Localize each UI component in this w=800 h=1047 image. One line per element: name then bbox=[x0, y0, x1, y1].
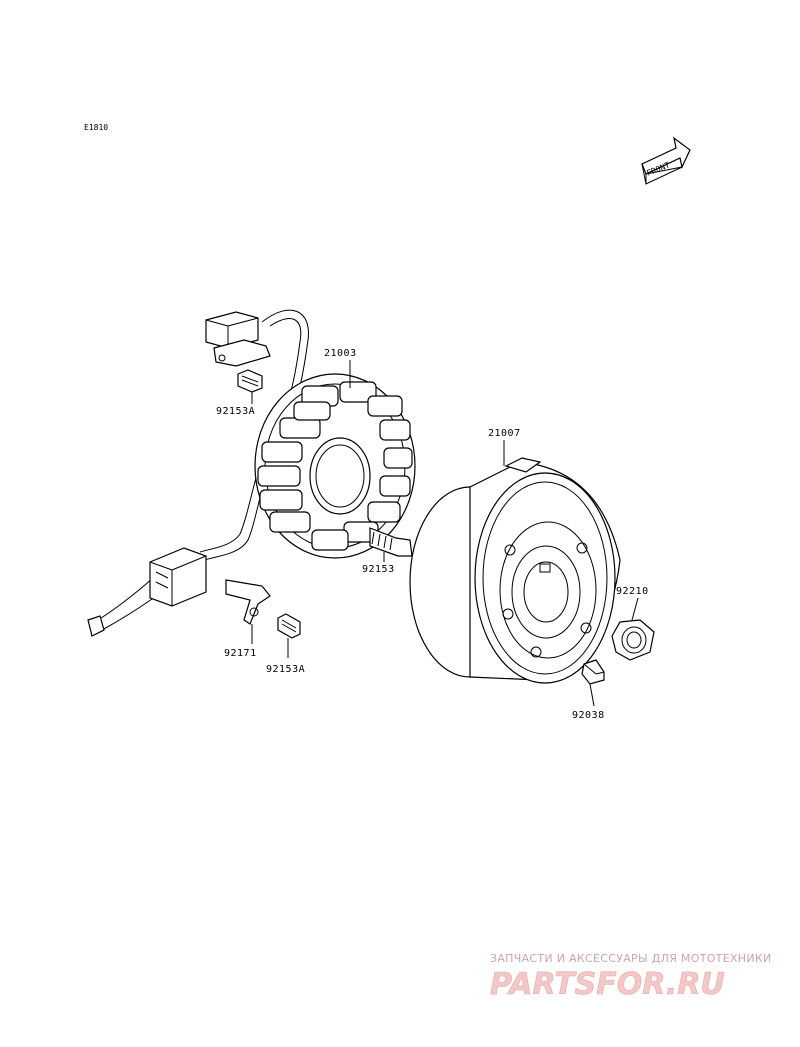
rotor-21007 bbox=[409, 457, 621, 684]
part-label-92153: 92153 bbox=[362, 564, 395, 575]
bolt-92153a-upper bbox=[237, 369, 263, 404]
bolt-92153 bbox=[369, 527, 413, 562]
stator-21003 bbox=[254, 373, 416, 559]
watermark-brand: PARTSFOR.RU bbox=[490, 967, 725, 1002]
clamp-92171 bbox=[225, 579, 271, 644]
lower-connector bbox=[149, 547, 207, 607]
part-label-92153a-lower: 92153A bbox=[266, 664, 305, 675]
part-label-92210: 92210 bbox=[616, 586, 649, 597]
watermark-tagline: ЗАПЧАСТИ И АКСЕССУАРЫ ДЛЯ МОТОТЕХНИКИ bbox=[490, 952, 772, 965]
stator-coils bbox=[257, 381, 413, 551]
part-label-21007: 21007 bbox=[488, 428, 521, 439]
diagram-code: E1810 bbox=[84, 123, 108, 132]
upper-connector bbox=[205, 311, 271, 367]
part-label-21003: 21003 bbox=[324, 348, 357, 359]
nut-92210 bbox=[611, 597, 655, 661]
part-label-92038: 92038 bbox=[572, 710, 605, 721]
part-label-92171: 92171 bbox=[224, 648, 257, 659]
part-label-92153a-upper: 92153A bbox=[216, 406, 255, 417]
key-92038 bbox=[581, 659, 605, 707]
bolt-92153a-lower bbox=[277, 613, 301, 658]
watermark: ЗАПЧАСТИ И АКСЕССУАРЫ ДЛЯ МОТОТЕХНИКИ PA… bbox=[490, 952, 772, 1002]
wire-harness bbox=[87, 309, 309, 637]
front-arrow-icon: FRONT bbox=[641, 136, 691, 185]
leader-lines bbox=[349, 360, 505, 466]
